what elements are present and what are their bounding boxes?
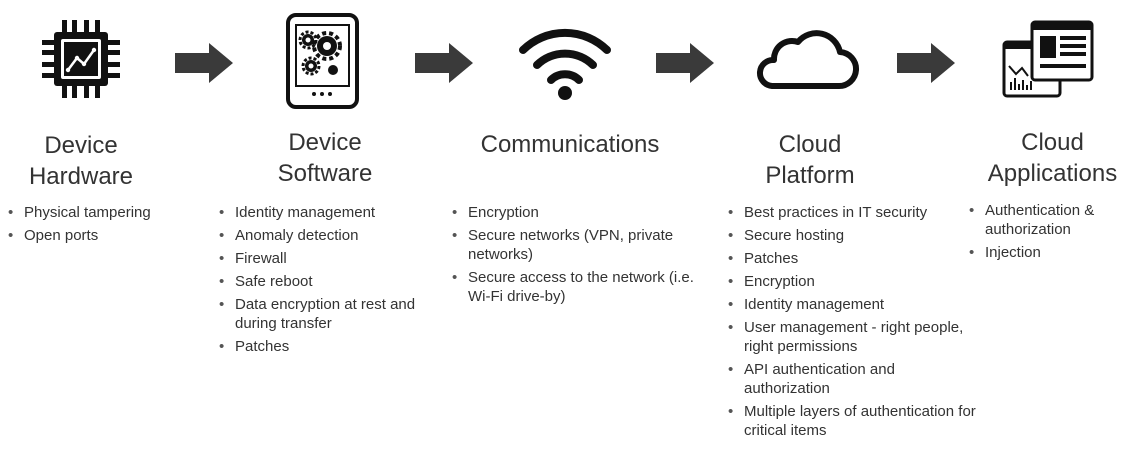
list-item: User management - right people, right pe… — [728, 318, 978, 356]
column-title-cloud-applications: Cloud Applications — [987, 129, 1118, 187]
list-item: Safe reboot — [219, 272, 434, 291]
list-item: Multiple layers of authentication for cr… — [728, 402, 978, 440]
list-item: Open ports — [8, 226, 173, 245]
list-item: Identity management — [219, 203, 434, 222]
list-item: Secure hosting — [728, 226, 978, 245]
right-arrow-icon — [897, 43, 955, 83]
bullet-list-cloud-applications: Authentication & authorization Injection — [969, 201, 1119, 266]
bullet-list-device-hardware: Physical tampering Open ports — [8, 203, 173, 249]
list-item: Secure access to the network (i.e. Wi-Fi… — [452, 268, 702, 306]
list-item: Encryption — [728, 272, 978, 291]
chip-icon — [42, 20, 120, 98]
column-title-device-software: Device Software — [277, 129, 373, 187]
list-item: Patches — [728, 249, 978, 268]
list-item: Physical tampering — [8, 203, 173, 222]
app-windows-icon — [1002, 20, 1094, 98]
right-arrow-icon — [415, 43, 473, 83]
list-item: Patches — [219, 337, 434, 356]
list-item: Injection — [969, 243, 1119, 262]
list-item: Data encryption at rest and during trans… — [219, 295, 434, 333]
right-arrow-icon — [175, 43, 233, 83]
cloud-icon — [757, 30, 859, 90]
tablet-gears-icon — [286, 13, 359, 109]
bullet-list-communications: Encryption Secure networks (VPN, private… — [452, 203, 702, 310]
list-item: Secure networks (VPN, private networks) — [452, 226, 702, 264]
list-item: Identity management — [728, 295, 978, 314]
wifi-icon — [519, 28, 611, 100]
bullet-list-device-software: Identity management Anomaly detection Fi… — [219, 203, 434, 360]
list-item: Encryption — [452, 203, 702, 222]
list-item: Best practices in IT security — [728, 203, 978, 222]
list-item: Authentication & authorization — [969, 201, 1119, 239]
column-title-cloud-platform: Cloud Platform — [765, 131, 855, 189]
column-title-communications: Communications — [480, 131, 660, 158]
right-arrow-icon — [656, 43, 714, 83]
list-item: Anomaly detection — [219, 226, 434, 245]
bullet-list-cloud-platform: Best practices in IT security Secure hos… — [728, 203, 978, 444]
column-title-device-hardware: Device Hardware — [28, 132, 134, 190]
list-item: Firewall — [219, 249, 434, 268]
list-item: API authentication and authorization — [728, 360, 978, 398]
